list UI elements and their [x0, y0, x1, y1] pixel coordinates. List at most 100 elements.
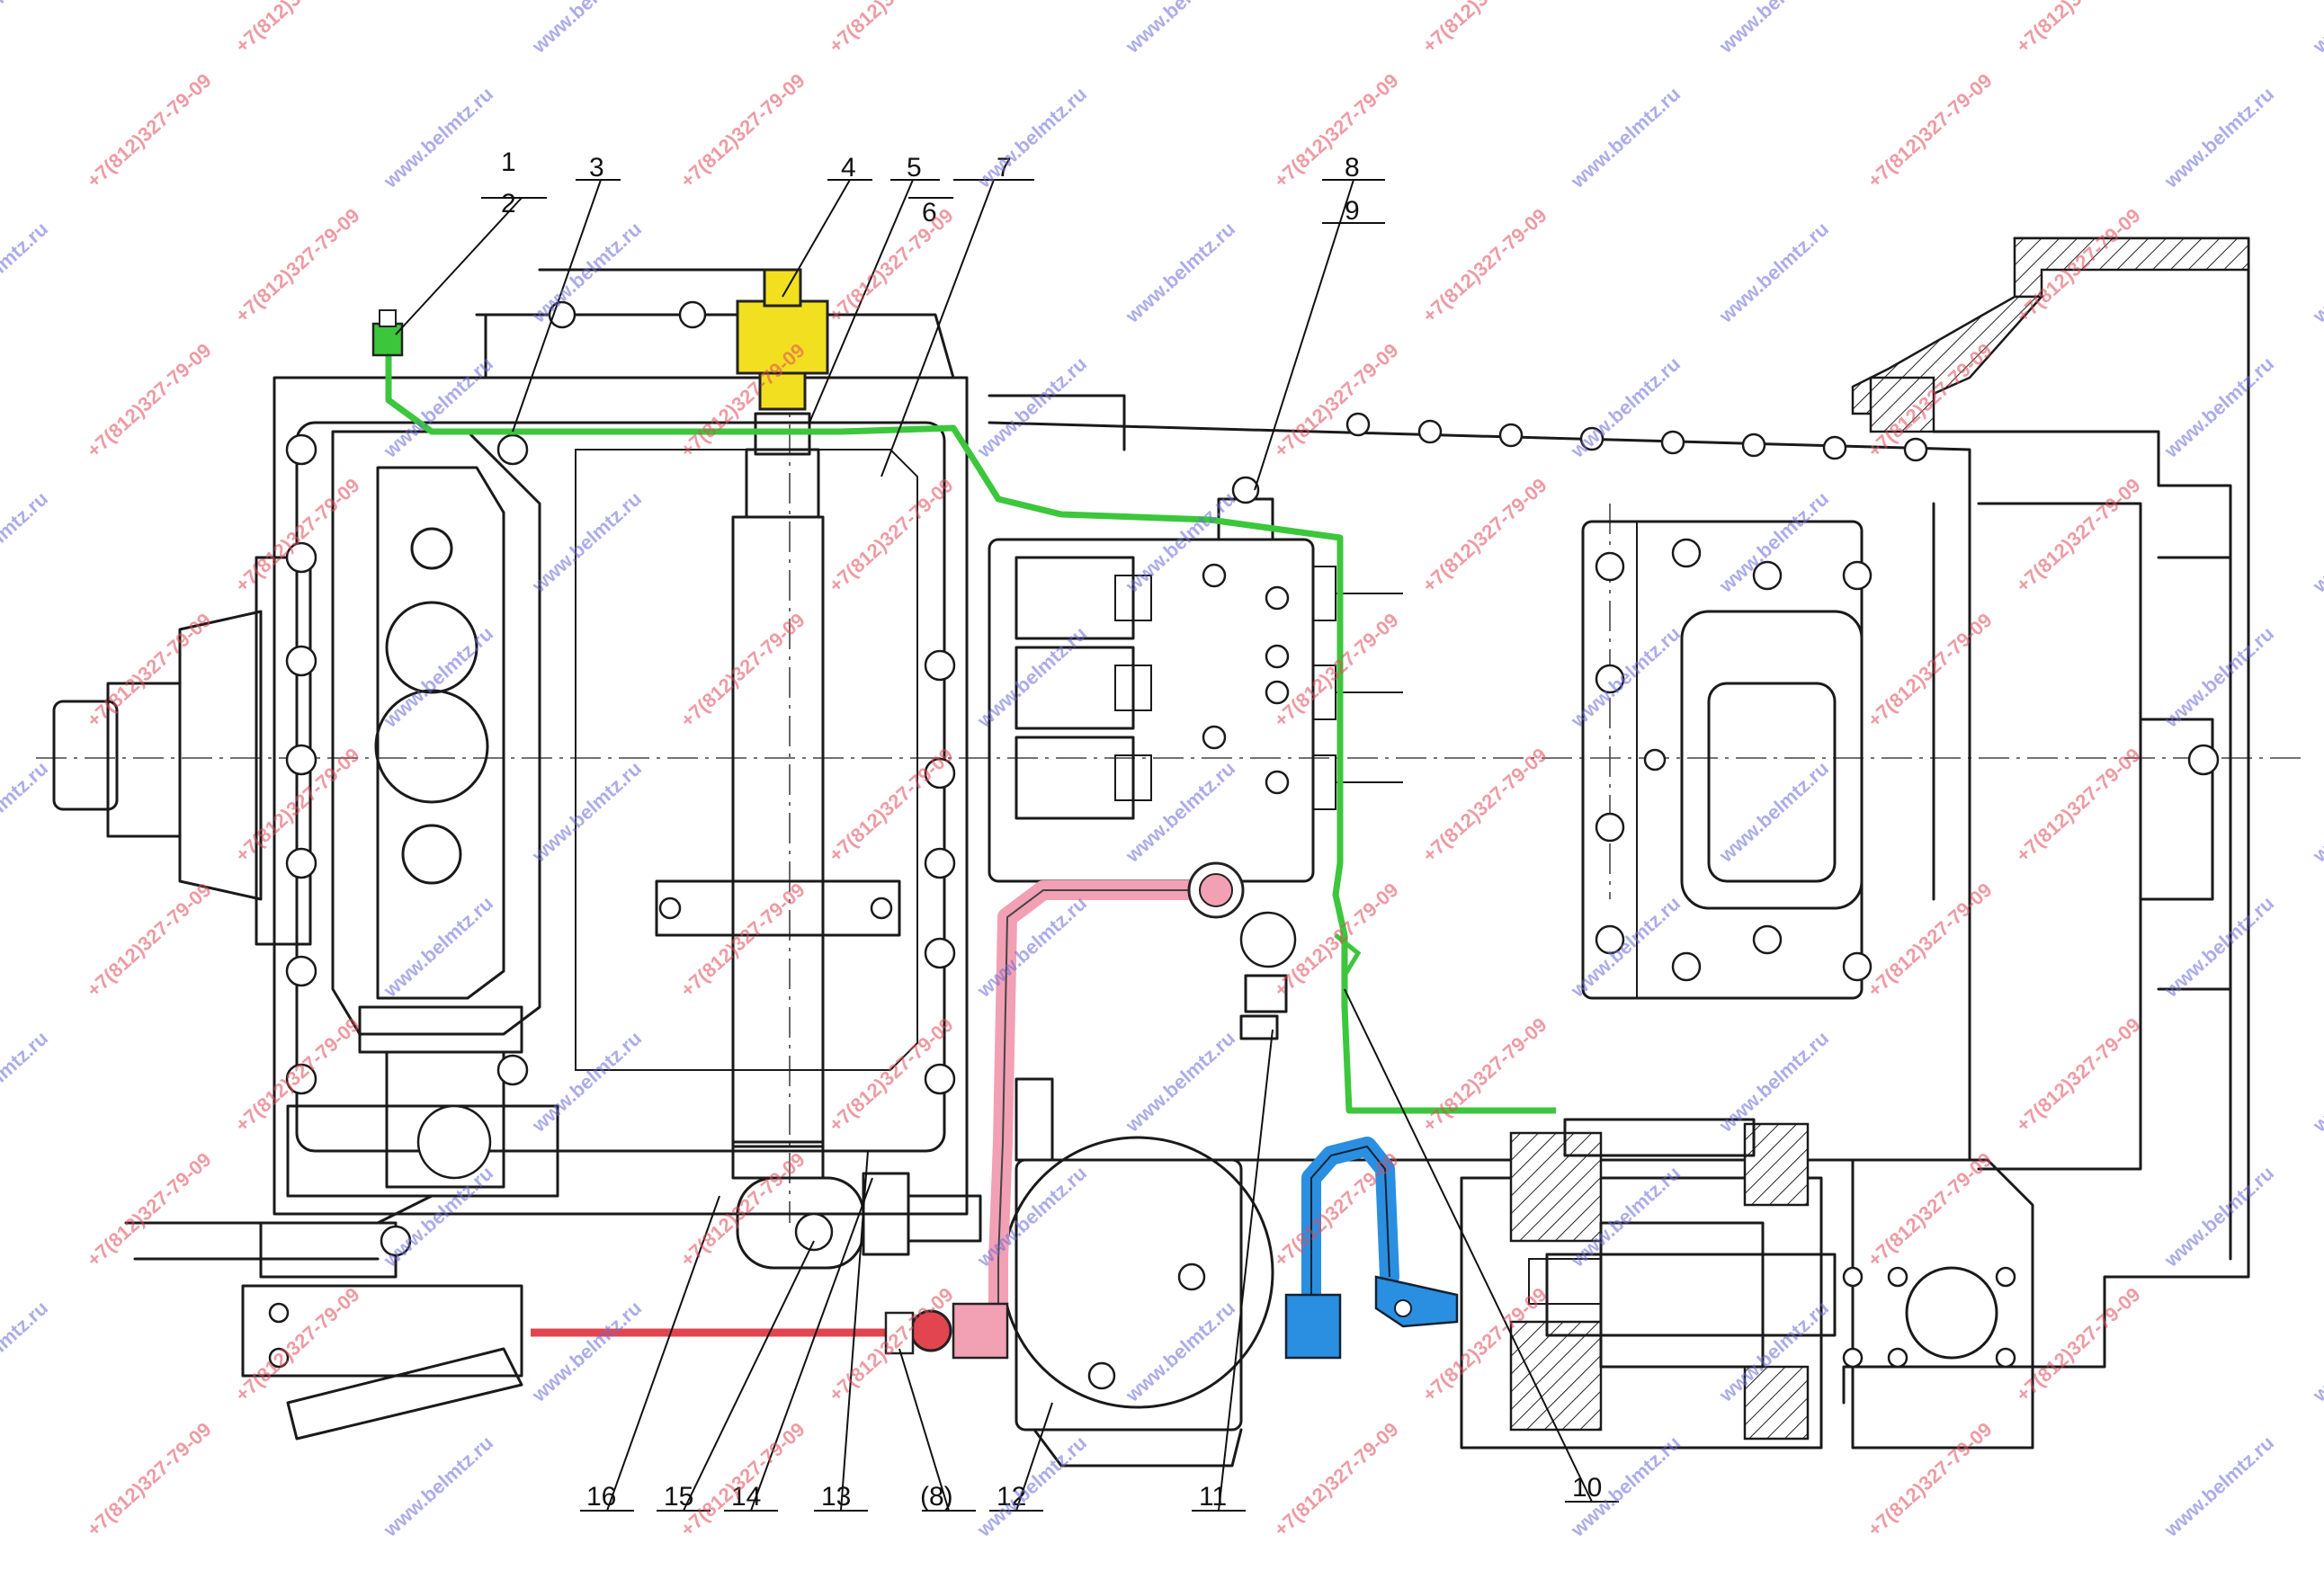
watermark-phone: +7(812)327-79-09 — [1418, 0, 1551, 58]
watermark-site: www.belmtz.ru — [2159, 352, 2278, 463]
watermark-site: www.belmtz.ru — [2308, 218, 2324, 328]
watermark-phone: +7(812)327-79-09 — [1418, 1013, 1551, 1137]
watermark-site: www.belmtz.ru — [1121, 757, 1239, 868]
watermark-phone: +7(812)327-79-09 — [1864, 879, 1997, 1002]
callout-7: 7 — [997, 153, 1012, 183]
watermark-site: www.belmtz.ru — [527, 0, 646, 58]
watermark-site: www.belmtz.ru — [1121, 218, 1239, 328]
watermark-site: www.belmtz.ru — [0, 1297, 52, 1407]
watermark-phone: +7(812)327-79-09 — [1864, 609, 1997, 732]
watermark-phone: +7(812)327-79-09 — [1864, 1418, 1997, 1541]
watermark-phone: +7(812)327-79-09 — [2012, 0, 2145, 58]
watermark-phone: +7(812)327-79-09 — [1418, 204, 1551, 327]
watermark-site: www.belmtz.ru — [2308, 1027, 2324, 1137]
watermark-site: www.belmtz.ru — [2159, 622, 2278, 733]
pink-pressure-pipe — [988, 861, 1245, 1332]
watermark-site: www.belmtz.ru — [0, 487, 52, 598]
callout-14: 14 — [731, 1482, 761, 1512]
callout-8: 8 — [1345, 153, 1360, 183]
watermark-site: www.belmtz.ru — [972, 1162, 1091, 1272]
callout-2: 2 — [501, 189, 516, 219]
yellow-valve — [736, 268, 829, 411]
watermark-phone: +7(812)327-79-09 — [676, 1418, 809, 1541]
watermark-site: www.belmtz.ru — [1121, 1297, 1239, 1407]
watermark-phone: +7(812)327-79-09 — [676, 69, 809, 192]
watermark-phone: +7(812)327-79-09 — [1418, 474, 1551, 597]
watermark-site: www.belmtz.ru — [2159, 1432, 2278, 1542]
watermark-site: www.belmtz.ru — [527, 1027, 646, 1137]
watermark-site: www.belmtz.ru — [972, 352, 1091, 463]
callout-9: 9 — [1345, 196, 1360, 226]
watermark-site: www.belmtz.ru — [2308, 757, 2324, 868]
watermark-site: www.belmtz.ru — [1121, 1027, 1239, 1137]
callout-6: 6 — [922, 198, 937, 227]
gearbox-housing — [52, 268, 969, 1216]
watermark-phone: +7(812)327-79-09 — [2012, 744, 2145, 867]
middle-housing — [988, 394, 1971, 1162]
watermark-phone: +7(812)327-79-09 — [83, 1418, 216, 1541]
watermark-site: www.belmtz.ru — [1714, 218, 1833, 328]
watermark-phone: +7(812)327-79-09 — [83, 609, 216, 732]
watermark-site: www.belmtz.ru — [2308, 0, 2324, 58]
watermark-site: www.belmtz.ru — [2308, 1297, 2324, 1407]
watermark-phone: +7(812)327-79-09 — [231, 0, 364, 58]
watermark-phone: +7(812)327-79-09 — [1864, 69, 1997, 192]
callout-5: 5 — [907, 153, 922, 183]
watermark-site: www.belmtz.ru — [379, 1162, 497, 1272]
callout-1: 1 — [501, 147, 516, 177]
watermark-site: www.belmtz.ru — [0, 1027, 52, 1137]
watermark-phone: +7(812)327-79-09 — [1418, 744, 1551, 867]
callout-4: 4 — [841, 153, 856, 183]
callout-13: 13 — [821, 1482, 851, 1512]
callout-16: 16 — [586, 1482, 616, 1512]
watermark-site: www.belmtz.ru — [0, 757, 52, 868]
watermark-site: www.belmtz.ru — [527, 218, 646, 328]
watermark-site: www.belmtz.ru — [0, 0, 52, 58]
watermark-phone: +7(812)327-79-09 — [83, 339, 216, 462]
watermark-site: www.belmtz.ru — [379, 83, 497, 193]
watermark-phone: +7(812)327-79-09 — [825, 0, 958, 58]
watermark-phone: +7(812)327-79-09 — [83, 69, 216, 192]
watermark-site: www.belmtz.ru — [379, 892, 497, 1003]
watermark-site: www.belmtz.ru — [972, 1432, 1091, 1542]
watermark-site: www.belmtz.ru — [1714, 0, 1833, 58]
watermark-site: www.belmtz.ru — [0, 218, 52, 328]
watermark-phone: +7(812)327-79-09 — [1270, 1418, 1403, 1541]
callout-leaders — [395, 179, 1619, 1512]
watermark-site: www.belmtz.ru — [972, 83, 1091, 193]
watermark-phone: +7(812)327-79-09 — [825, 474, 958, 597]
watermark-phone: +7(812)327-79-09 — [825, 204, 958, 327]
watermark-site: www.belmtz.ru — [2308, 487, 2324, 598]
watermark-site: www.belmtz.ru — [1121, 0, 1239, 58]
watermark-phone: +7(812)327-79-09 — [2012, 1013, 2145, 1137]
watermark-phone: +7(812)327-79-09 — [2012, 474, 2145, 597]
callout-10: 10 — [1572, 1473, 1602, 1503]
watermark-site: www.belmtz.ru — [2159, 1162, 2278, 1272]
callout-15: 15 — [664, 1482, 693, 1512]
watermark-phone: +7(812)327-79-09 — [83, 879, 216, 1002]
callout-12: 12 — [997, 1482, 1026, 1512]
rear-housing — [1842, 236, 2250, 1405]
left-linkage — [124, 1194, 523, 1441]
watermark-phone: +7(812)327-79-09 — [1270, 69, 1403, 192]
watermark-site: www.belmtz.ru — [527, 757, 646, 868]
green-fitting-top — [371, 309, 404, 357]
watermark-site: www.belmtz.ru — [1566, 83, 1685, 193]
watermark-phone: +7(812)327-79-09 — [83, 1148, 216, 1271]
callout-11: 11 — [1199, 1482, 1227, 1512]
green-oil-line — [385, 343, 1556, 1114]
watermark-site: www.belmtz.ru — [2159, 83, 2278, 193]
pto-gear-unit — [1460, 1118, 2034, 1450]
callout-labels: 1 2 3 4 5 6 7 8 9 10 11 12 13 14 15 16 (… — [501, 147, 1602, 1512]
watermark-phone: +7(812)327-79-09 — [231, 204, 364, 327]
pump-unit — [1001, 911, 1297, 1467]
watermark-phone: +7(812)327-79-09 — [1864, 1148, 1997, 1271]
blue-suction-pipe — [1284, 1137, 1459, 1360]
watermark-layer: www.belmtz.ru+7(812)327-79-09www.belmtz.… — [0, 0, 2324, 1541]
watermark-site: www.belmtz.ru — [379, 1432, 497, 1542]
watermark-site: www.belmtz.ru — [1714, 1027, 1833, 1137]
vertical-cylinder — [655, 412, 982, 1270]
watermark-phone: +7(812)327-79-09 — [1270, 339, 1403, 462]
